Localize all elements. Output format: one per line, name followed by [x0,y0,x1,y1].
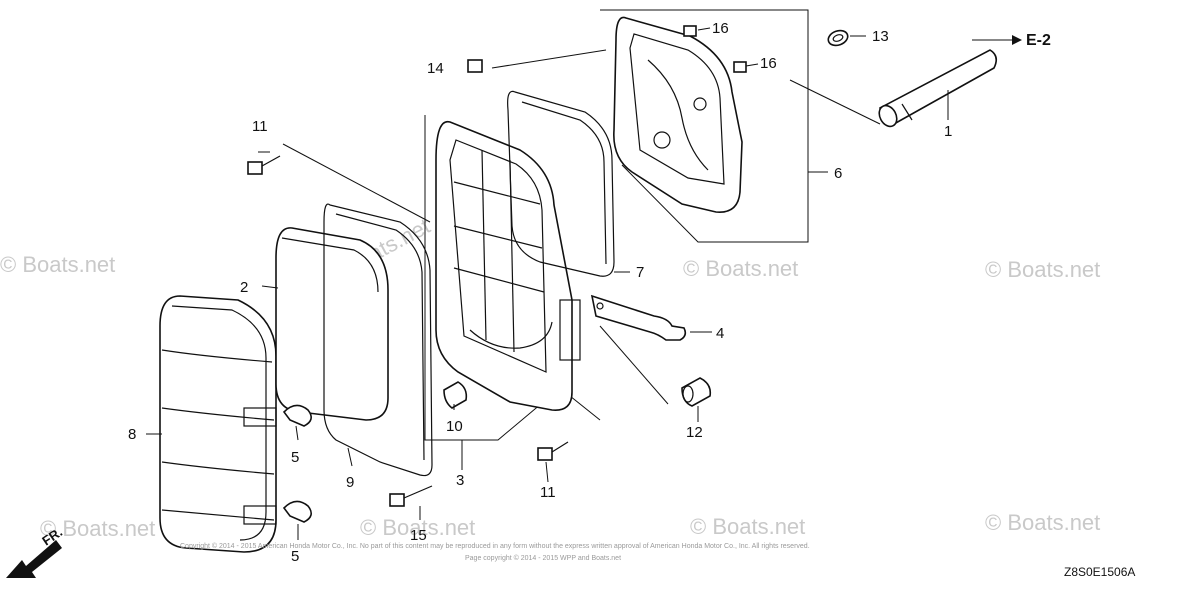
part-7-gasket [507,90,615,277]
watermark-4: © Boats.net [985,257,1100,282]
callout-part-5-lower: 5 [291,548,299,565]
part-14-bolt [467,59,483,73]
callout-part-16-upper: 16 [712,20,729,37]
watermark-3: © Boats.net [683,256,798,281]
assembly-box-3 [424,115,601,441]
part-11-bolt-upper [247,161,263,175]
watermark-7: © Boats.net [690,514,805,539]
callout-part-4: 4 [716,325,724,342]
callout-part-3: 3 [456,472,464,489]
copyright-line-2: Page copyright © 2014 - 2015 WPP and Boa… [465,554,621,562]
part-15-bolt [389,493,405,507]
callout-part-10: 10 [446,418,463,435]
callout-part-9: 9 [346,474,354,491]
part-16-nut-lower [733,61,747,73]
part-callouts: 1 2 3 4 5 5 6 7 8 9 10 11 11 12 13 14 15… [128,20,952,565]
callout-part-5-upper: 5 [291,449,299,466]
copyright-line-1: Copyright © 2014 - 2015 American Honda M… [180,542,810,550]
callout-part-6: 6 [834,165,842,182]
callout-part-12: 12 [686,424,703,441]
watermark-6: © Boats.net [360,515,475,540]
part-11-bolt-lower [537,447,553,461]
assembly-boxes [424,9,809,441]
callout-part-11-upper: 11 [252,118,268,135]
callout-part-14: 14 [427,60,444,77]
leader-lines [146,27,949,540]
part-6-case-cover [613,16,743,213]
part-12-collar [681,377,712,407]
bolts-and-nuts [247,25,747,507]
callout-part-1: 1 [944,123,952,140]
part-8-air-cleaner-cover [159,295,277,553]
reference-label: E-2 [1026,32,1051,49]
callout-part-16-lower: 16 [760,55,777,72]
part-3-air-cleaner-case [435,120,581,411]
part-2-foam-element [275,227,389,421]
part-1-tube [878,49,998,128]
callout-part-15: 15 [410,527,427,544]
callout-part-8: 8 [128,426,136,443]
watermark-8: © Boats.net [985,510,1100,535]
copyright-notice: Copyright © 2014 - 2015 American Honda M… [180,542,810,562]
part-10-collar [443,381,468,409]
part-4-bracket [590,294,687,341]
front-marker: FR. [6,524,65,578]
watermark-5: © Boats.net [40,516,155,541]
reference-arrow: E-2 [972,32,1051,49]
callout-part-13: 13 [872,28,889,45]
callout-part-11-lower: 11 [540,484,556,501]
diagram-code: Z8S0E1506A [1064,565,1135,579]
part-16-nut-upper [683,25,697,37]
callout-part-2: 2 [240,279,248,296]
callout-part-7: 7 [636,264,644,281]
watermark-1: © Boats.net [0,252,115,277]
part-13-grommet [827,29,849,47]
part-9-gasket [323,203,433,477]
assembly-box-6 [600,9,809,243]
part-5-clips [282,404,312,523]
